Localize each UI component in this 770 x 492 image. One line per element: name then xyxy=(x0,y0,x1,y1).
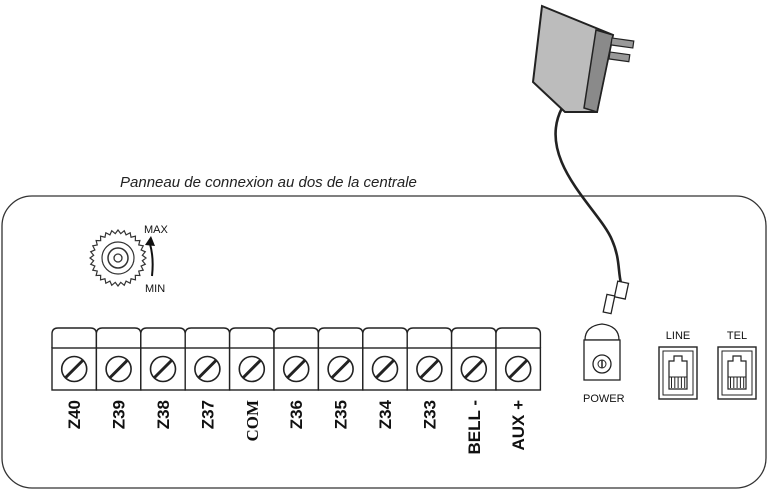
adapter-prong xyxy=(610,37,635,49)
terminal-block xyxy=(51,327,542,391)
terminal-cap xyxy=(184,327,231,348)
panel-outline xyxy=(1,195,767,489)
screw-slot xyxy=(152,358,174,380)
screw-slot xyxy=(374,358,396,380)
terminal-cap xyxy=(228,327,275,348)
screw-slot xyxy=(419,358,440,380)
adapter-prong xyxy=(608,51,631,63)
screw-terminal[interactable] xyxy=(140,327,186,391)
phone-jack-tel[interactable]: TEL xyxy=(717,330,757,400)
terminal-label: Z36 xyxy=(287,400,306,429)
screw-terminal[interactable] xyxy=(184,327,231,391)
power-jack[interactable] xyxy=(583,323,621,381)
screw-slot xyxy=(508,358,529,380)
rj11-socket-icon xyxy=(668,355,688,390)
screw-terminal[interactable] xyxy=(95,327,142,391)
knob-max-label: MAX xyxy=(144,224,169,236)
adjustment-knob[interactable] xyxy=(89,229,147,287)
screw-terminal[interactable] xyxy=(406,327,453,391)
phone-jack-line[interactable]: LINE xyxy=(658,330,698,400)
plug-tip xyxy=(602,293,616,315)
screw-slot xyxy=(241,358,262,380)
knob-min-label: MIN xyxy=(145,283,165,295)
terminal-cap xyxy=(140,327,186,348)
phone-jacks: LINE TEL xyxy=(658,330,757,400)
terminal-label: AUX + xyxy=(509,400,528,451)
panel-caption: Panneau de connexion au dos de la centra… xyxy=(120,174,417,191)
screw-terminal[interactable] xyxy=(273,327,320,391)
screw-terminal[interactable] xyxy=(362,327,408,391)
power-adapter xyxy=(531,4,635,315)
terminal-label: Z33 xyxy=(420,400,439,429)
terminal-label: Z37 xyxy=(198,400,217,429)
terminal-cap xyxy=(495,327,542,348)
terminal-cap xyxy=(317,327,364,348)
screw-slot xyxy=(463,358,484,380)
screw-terminal[interactable] xyxy=(51,327,98,391)
screw-terminal[interactable] xyxy=(228,327,275,391)
screw-terminal[interactable] xyxy=(317,327,364,391)
terminal-label: Z40 xyxy=(65,400,84,429)
knob-center-dot xyxy=(113,253,123,263)
screw-slot xyxy=(330,358,351,380)
screw-slot xyxy=(197,358,218,380)
screw-slot xyxy=(286,358,307,380)
rj11-socket-icon xyxy=(727,355,747,390)
rotation-arrow-icon xyxy=(149,243,154,277)
knob-ring xyxy=(101,241,135,275)
screw-terminal[interactable] xyxy=(495,327,542,391)
terminal-label: Z39 xyxy=(110,400,129,429)
terminal-labels: Z40 Z39 Z38 Z37 COM Z36 Z35 Z34 Z33 BELL - AUX + xyxy=(65,399,528,454)
terminal-label: BELL - xyxy=(465,400,484,454)
jack-label: LINE xyxy=(666,330,690,342)
terminal-label: Z34 xyxy=(376,399,395,429)
screw-slot xyxy=(64,358,85,380)
arrow-head xyxy=(145,236,155,246)
terminal-label: COM xyxy=(243,400,262,442)
adapter-cable xyxy=(554,107,623,284)
terminal-label: Z38 xyxy=(154,400,173,429)
cable-plug xyxy=(613,280,630,300)
power-label: POWER xyxy=(583,393,625,405)
terminal-cap xyxy=(273,327,320,348)
terminal-label: Z35 xyxy=(332,400,351,429)
jack-label: TEL xyxy=(727,330,747,342)
terminal-cap xyxy=(51,327,98,348)
terminal-cap xyxy=(362,327,408,348)
terminal-cap xyxy=(450,327,497,348)
adapter-face xyxy=(583,29,614,113)
terminal-cap xyxy=(95,327,142,348)
screw-terminal[interactable] xyxy=(450,327,497,391)
screw-slot xyxy=(108,358,129,380)
terminal-cap xyxy=(406,327,453,348)
